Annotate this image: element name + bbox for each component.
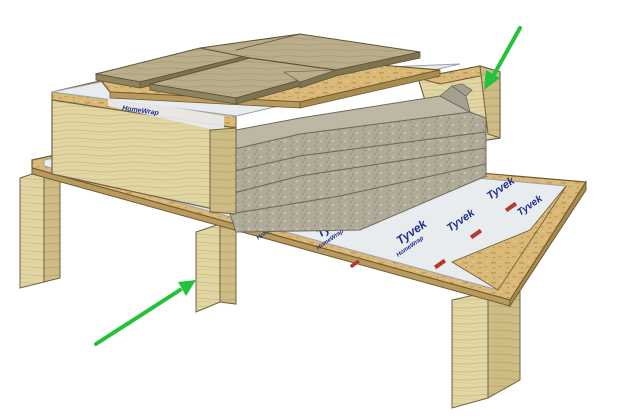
joist-left: [19, 169, 61, 289]
floorboards: [95, 33, 421, 105]
mineral-wool-insulation: [229, 83, 487, 233]
arrow-up-right-icon: [94, 280, 196, 346]
arrow-down-left-icon: [484, 26, 522, 90]
beam-end-left: [209, 127, 237, 215]
joist-middle: [195, 223, 237, 313]
